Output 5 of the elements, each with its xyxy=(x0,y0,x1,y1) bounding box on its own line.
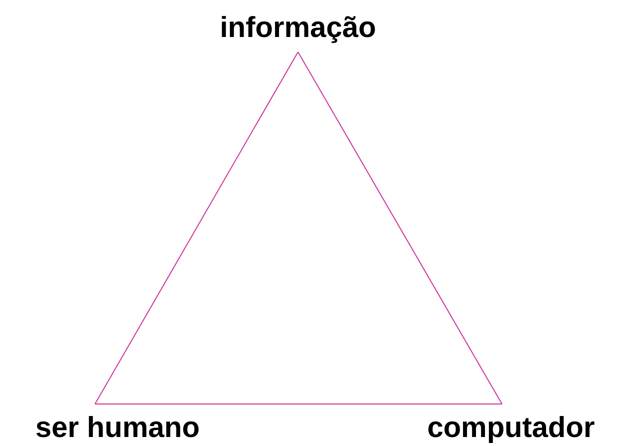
connector-line xyxy=(94,52,298,404)
node-label: computador xyxy=(427,412,595,444)
node-label: ser humano xyxy=(35,412,200,444)
node-label: informação xyxy=(220,12,376,44)
connector-line xyxy=(298,52,502,404)
